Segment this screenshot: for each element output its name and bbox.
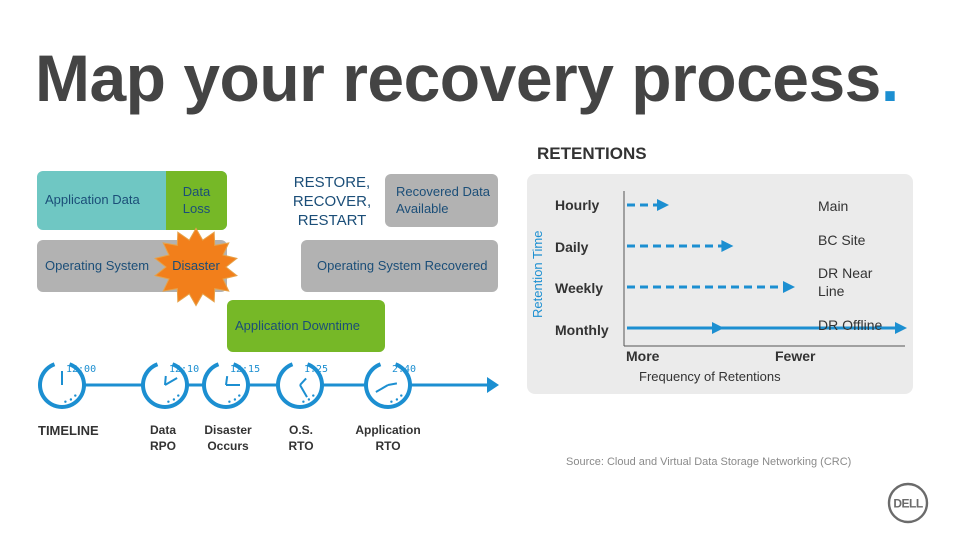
- clock-time-label: 12:00: [66, 364, 96, 375]
- disaster-burst-icon: [153, 227, 239, 307]
- retention-y-axis-label: Retention Time: [530, 230, 545, 318]
- retention-mid-arrowhead-icon: [712, 322, 724, 334]
- retention-arrowhead-icon: [783, 281, 795, 293]
- retention-right-dr-near-line: DR Near Line: [818, 265, 873, 300]
- clock-label-data-rpo: Data RPO: [149, 423, 176, 453]
- operating-system-label: Operating System: [45, 257, 150, 273]
- source-note: Source: Cloud and Virtual Data Storage N…: [566, 456, 852, 468]
- clock-icon: 12:10: [141, 362, 199, 409]
- retention-arrowhead-icon: [657, 199, 669, 211]
- recovered-data-box: Recovered Data Available: [385, 174, 498, 227]
- disaster-label: Disaster: [172, 258, 220, 273]
- retention-left-weekly: Weekly: [555, 280, 603, 296]
- retentions-panel: [527, 174, 913, 394]
- dell-logo-icon: DELL: [887, 482, 929, 524]
- retention-arrowhead-icon: [895, 322, 907, 334]
- retention-right-dr-offline: DR Offline: [818, 317, 883, 333]
- clock-time-label: 2:40: [392, 364, 416, 375]
- clock-label-os-rto: O.S. RTO: [288, 423, 314, 453]
- timeline-label: TIMELINE: [38, 423, 99, 438]
- clock-time-label: 12:15: [230, 364, 260, 375]
- clock-icon: 2:40: [364, 362, 416, 409]
- clock-label-application-rto: Application RTO: [355, 423, 421, 453]
- os-recovered-box: Operating System Recovered: [301, 240, 498, 292]
- timeline-arrow-icon: [487, 377, 499, 393]
- svg-text:DELL: DELL: [893, 497, 923, 511]
- page-title: Map your recovery process.: [35, 41, 899, 115]
- clock-icon: 12:15: [202, 362, 260, 409]
- title-dot: .: [880, 41, 899, 115]
- application-downtime-box: Application Downtime: [227, 300, 385, 352]
- retention-right-main: Main: [818, 198, 849, 214]
- retentions-chart: [623, 191, 907, 347]
- retention-left-hourly: Hourly: [555, 197, 600, 213]
- retention-x-fewer: Fewer: [775, 348, 816, 364]
- retention-left-monthly: Monthly: [555, 322, 609, 338]
- retentions-heading: RETENTIONS: [537, 144, 647, 163]
- timeline: 12:00 12:10 12:15 1:25 2:40: [38, 362, 499, 409]
- data-loss-label: Data Loss: [182, 183, 211, 216]
- recovered-data-label: Recovered Data Available: [396, 183, 490, 216]
- retention-right-bc-site: BC Site: [818, 232, 866, 248]
- clock-label-disaster-occurs: Disaster Occurs: [204, 423, 252, 453]
- clock-icon: 12:00: [38, 362, 96, 409]
- restore-text: RESTORE, RECOVER, RESTART: [292, 174, 372, 229]
- data-loss-box: Data Loss: [166, 171, 227, 230]
- retention-arrowhead-icon: [721, 240, 734, 252]
- retention-x-axis-label: Frequency of Retentions: [639, 369, 781, 384]
- clock-time-label: 12:10: [169, 364, 199, 375]
- retention-left-daily: Daily: [555, 239, 589, 255]
- os-recovered-label: Operating System Recovered: [317, 257, 488, 273]
- clock-icon: 1:25: [276, 362, 328, 409]
- application-data-label: Application Data: [45, 192, 140, 208]
- clock-time-label: 1:25: [304, 364, 328, 375]
- application-downtime-label: Application Downtime: [235, 317, 361, 333]
- retention-x-more: More: [626, 348, 660, 364]
